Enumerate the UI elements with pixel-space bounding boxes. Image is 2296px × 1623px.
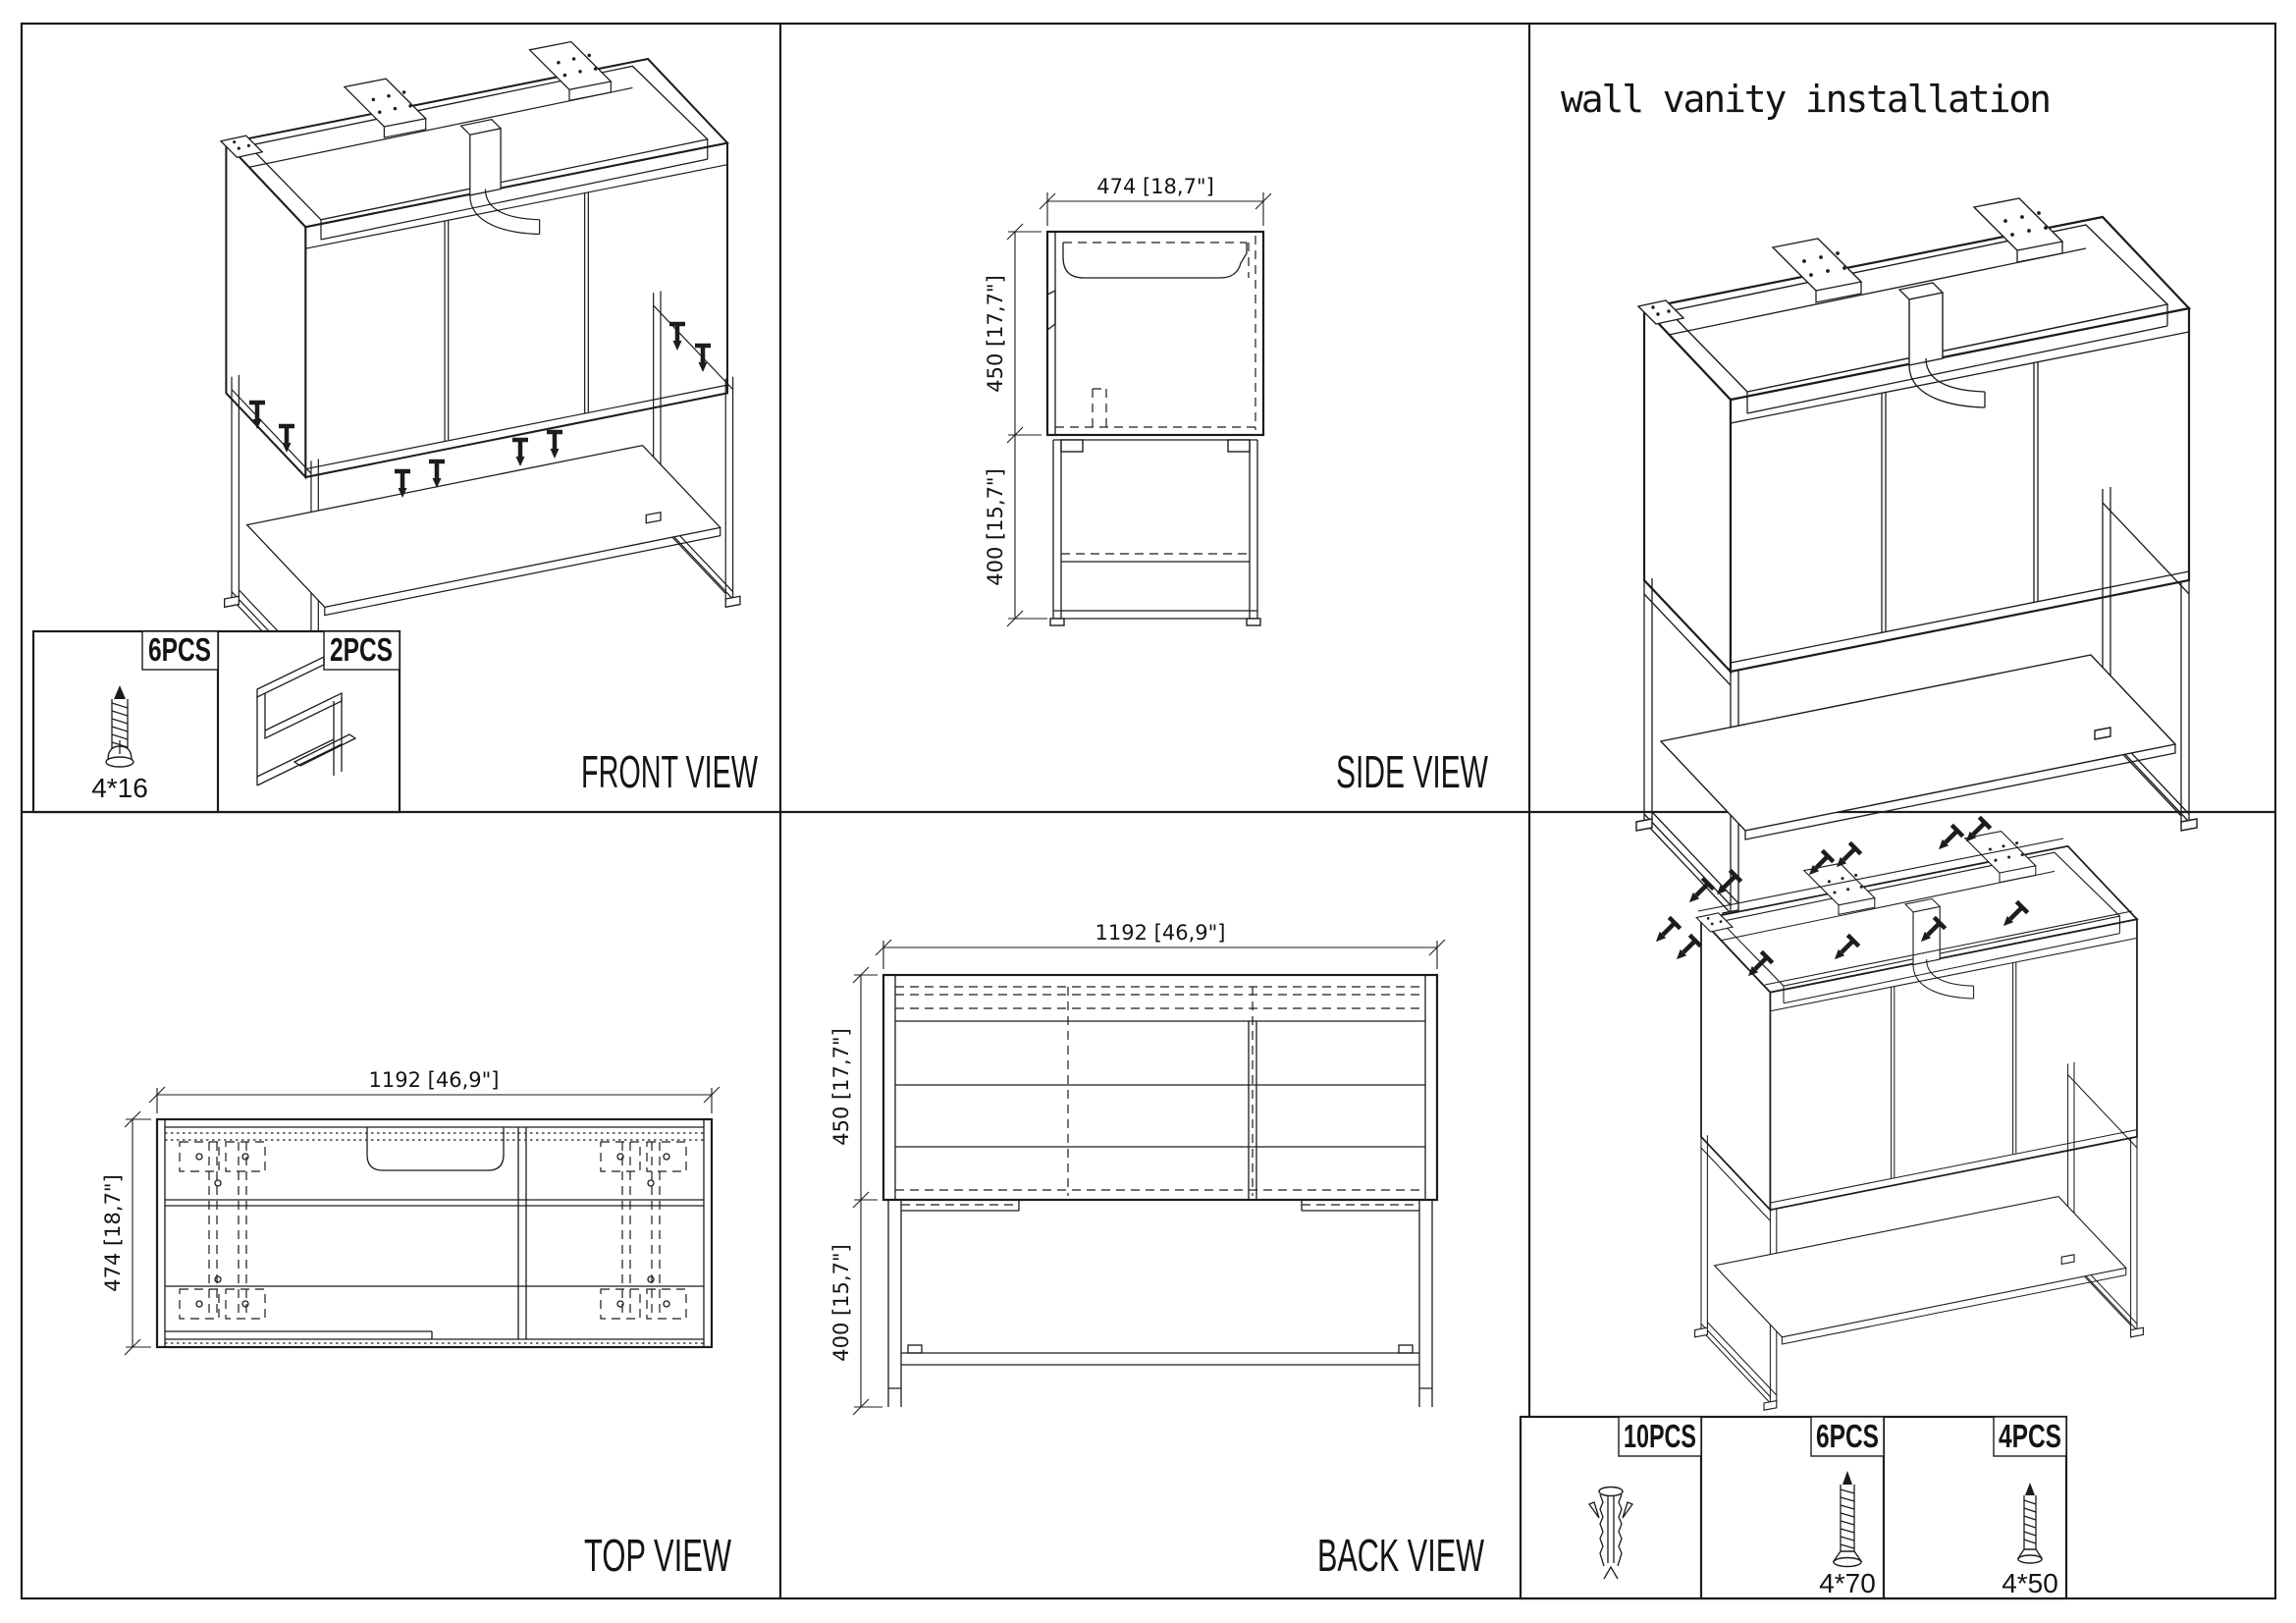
dim-leg-height: 400 [15,7"] [984,468,1007,586]
dim-width: 1192 [46,9"] [369,1068,500,1092]
sheet-title: wall vanity installation [1561,78,2052,121]
back-view-label: BACK VIEW [1317,1530,1484,1581]
dim-depth: 474 [18,7"] [101,1174,125,1292]
side-view-label: SIDE VIEW [1336,746,1488,797]
wall-install-panel: 10PCS 6PCS 4PCS 4*70 [1519,817,2144,1600]
wall-hardware-box: 10PCS 6PCS 4PCS 4*70 [1519,1415,2068,1600]
dim-depth: 474 [18,7"] [1096,175,1214,198]
top-view-dimensions: 1192 [46,9"] 474 [18,7"] [101,1068,721,1356]
leg-bracket-qty: 2PCS [330,631,393,668]
sheet-grid [20,22,2277,1600]
side-view-dimensions: 474 [18,7"] 450 [17,7"] 400 [15,7"] [984,175,1272,627]
front-view-label: FRONT VIEW [581,746,758,797]
bracket-icon [256,655,357,786]
dim-leg-height: 400 [15,7"] [829,1244,853,1362]
top-view-panel: 1192 [46,9"] 474 [18,7"] TOP VIEW [101,1068,731,1581]
back-view-panel: 1192 [46,9"] 450 [17,7"] 400 [15,7"] BAC… [829,921,1484,1581]
dim-width: 1192 [46,9"] [1095,921,1226,945]
back-view-legs [887,1200,1433,1407]
screw-long-qty: 6PCS [1816,1418,1879,1454]
front-parts-box: 6PCS 2PCS 4*16 [31,629,401,814]
corner-brackets [179,1141,687,1320]
screw-small-size: 4*16 [91,773,148,803]
screw-medium-qty: 4PCS [1999,1418,2061,1454]
top-view-label: TOP VIEW [584,1530,731,1581]
screw-long-size: 4*70 [1819,1568,1876,1598]
screw-medium-icon [2016,1483,2044,1564]
screw-small-icon [105,685,134,768]
dim-cabinet-height: 450 [17,7"] [829,1028,853,1146]
wall-anchor-qty: 10PCS [1624,1418,1696,1454]
wall-anchor-icon [1587,1486,1634,1580]
front-view-panel: 6PCS 2PCS 4*16 FRON [31,40,758,814]
dim-cabinet-height: 450 [17,7"] [984,275,1007,393]
installation-panel: wall vanity installation [1561,78,2198,923]
back-view-dimensions: 1192 [46,9"] 450 [17,7"] 400 [15,7"] [829,921,1446,1416]
screw-long-icon [1832,1471,1863,1568]
screw-small-qty: 6PCS [148,631,211,668]
side-view-panel: 474 [18,7"] 450 [17,7"] 400 [15,7"] SIDE… [984,175,1488,797]
screw-medium-size: 4*50 [2002,1568,2058,1598]
side-view-legs [1049,439,1261,626]
